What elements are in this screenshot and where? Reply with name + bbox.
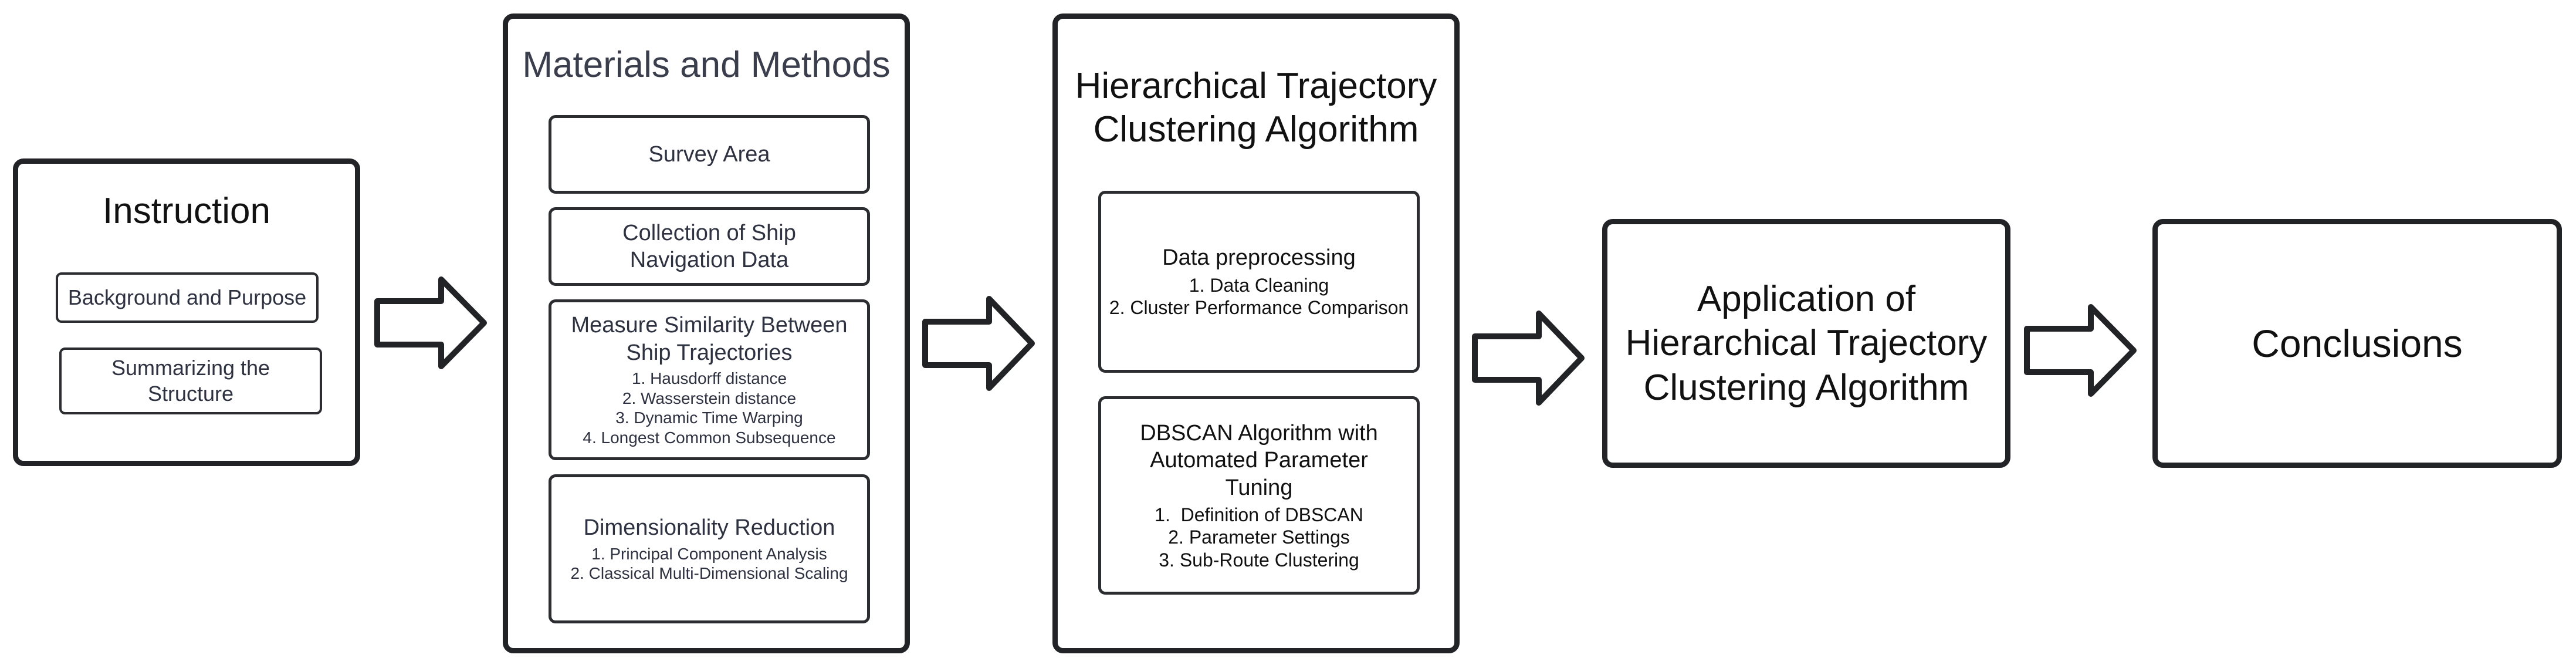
list-item: 2. Classical Multi-Dimensional Scaling [570,564,848,583]
data-preprocessing-box: Data preprocessing 1. Data Cleaning 2. C… [1098,191,1420,373]
background-purpose-label: Background and Purpose [67,285,307,310]
flow-arrow-2-icon [922,296,1035,391]
similarity-measure-label: Measure Similarity Between Ship Trajecto… [571,313,848,365]
dimensionality-reduction-label: Dimensionality Reduction [583,515,835,541]
instruction-stage: Instruction Background and Purpose Summa… [13,158,360,466]
list-item: 1. Principal Component Analysis [591,544,827,563]
list-item: 2. Parameter Settings [1168,527,1350,548]
list-item: 4. Longest Common Subsequence [583,428,836,447]
list-item: 2. Cluster Performance Comparison [1109,297,1409,319]
list-item: 3. Dynamic Time Warping [615,409,803,427]
materials-methods-stage: Materials and Methods Survey Area Collec… [503,14,910,653]
similarity-measure-box: Measure Similarity Between Ship Trajecto… [549,299,870,460]
instruction-title: Instruction [102,191,271,231]
flow-arrow-4-icon [2024,304,2137,397]
dimensionality-reduction-box: Dimensionality Reduction 1. Principal Co… [549,474,870,623]
ship-navigation-data-box: Collection of Ship Navigation Data [549,207,870,286]
conclusions-title: Conclusions [2252,322,2463,365]
survey-area-box: Survey Area [549,115,870,194]
dimensionality-methods-list: 1. Principal Component Analysis 2. Class… [570,544,848,583]
conclusions-stage: Conclusions [2152,219,2562,468]
preprocessing-steps-list: 1. Data Cleaning 2. Cluster Performance … [1109,274,1409,319]
dbscan-label: DBSCAN Algorithm with Automated Paramete… [1140,420,1378,500]
application-stage: Application of Hierarchical Trajectory C… [1602,219,2010,468]
background-purpose-box: Background and Purpose [56,272,319,323]
flow-arrow-1-icon [374,276,487,369]
application-title: Application of Hierarchical Trajectory C… [1625,278,1988,408]
dbscan-steps-list: 1. Definition of DBSCAN 2. Parameter Set… [1155,504,1363,571]
flow-arrow-3-icon [1472,311,1585,406]
list-item: 3. Sub-Route Clustering [1159,549,1359,571]
list-item: 1. Definition of DBSCAN [1155,504,1363,525]
materials-methods-title: Materials and Methods [522,45,891,85]
clustering-algorithm-title: Hierarchical Trajectory Clustering Algor… [1075,66,1437,150]
ship-navigation-data-label: Collection of Ship Navigation Data [622,220,796,272]
list-item: 1. Hausdorff distance [631,369,787,388]
summarizing-structure-box: Summarizing the Structure [59,348,322,414]
list-item: 1. Data Cleaning [1189,274,1329,296]
summarizing-structure-label: Summarizing the Structure [111,356,270,406]
similarity-methods-list: 1. Hausdorff distance 2. Wasserstein dis… [583,369,835,447]
data-preprocessing-label: Data preprocessing [1162,245,1356,271]
dbscan-box: DBSCAN Algorithm with Automated Paramete… [1098,396,1420,595]
survey-area-label: Survey Area [648,141,770,167]
list-item: 2. Wasserstein distance [622,389,797,407]
clustering-algorithm-stage: Hierarchical Trajectory Clustering Algor… [1052,14,1460,653]
